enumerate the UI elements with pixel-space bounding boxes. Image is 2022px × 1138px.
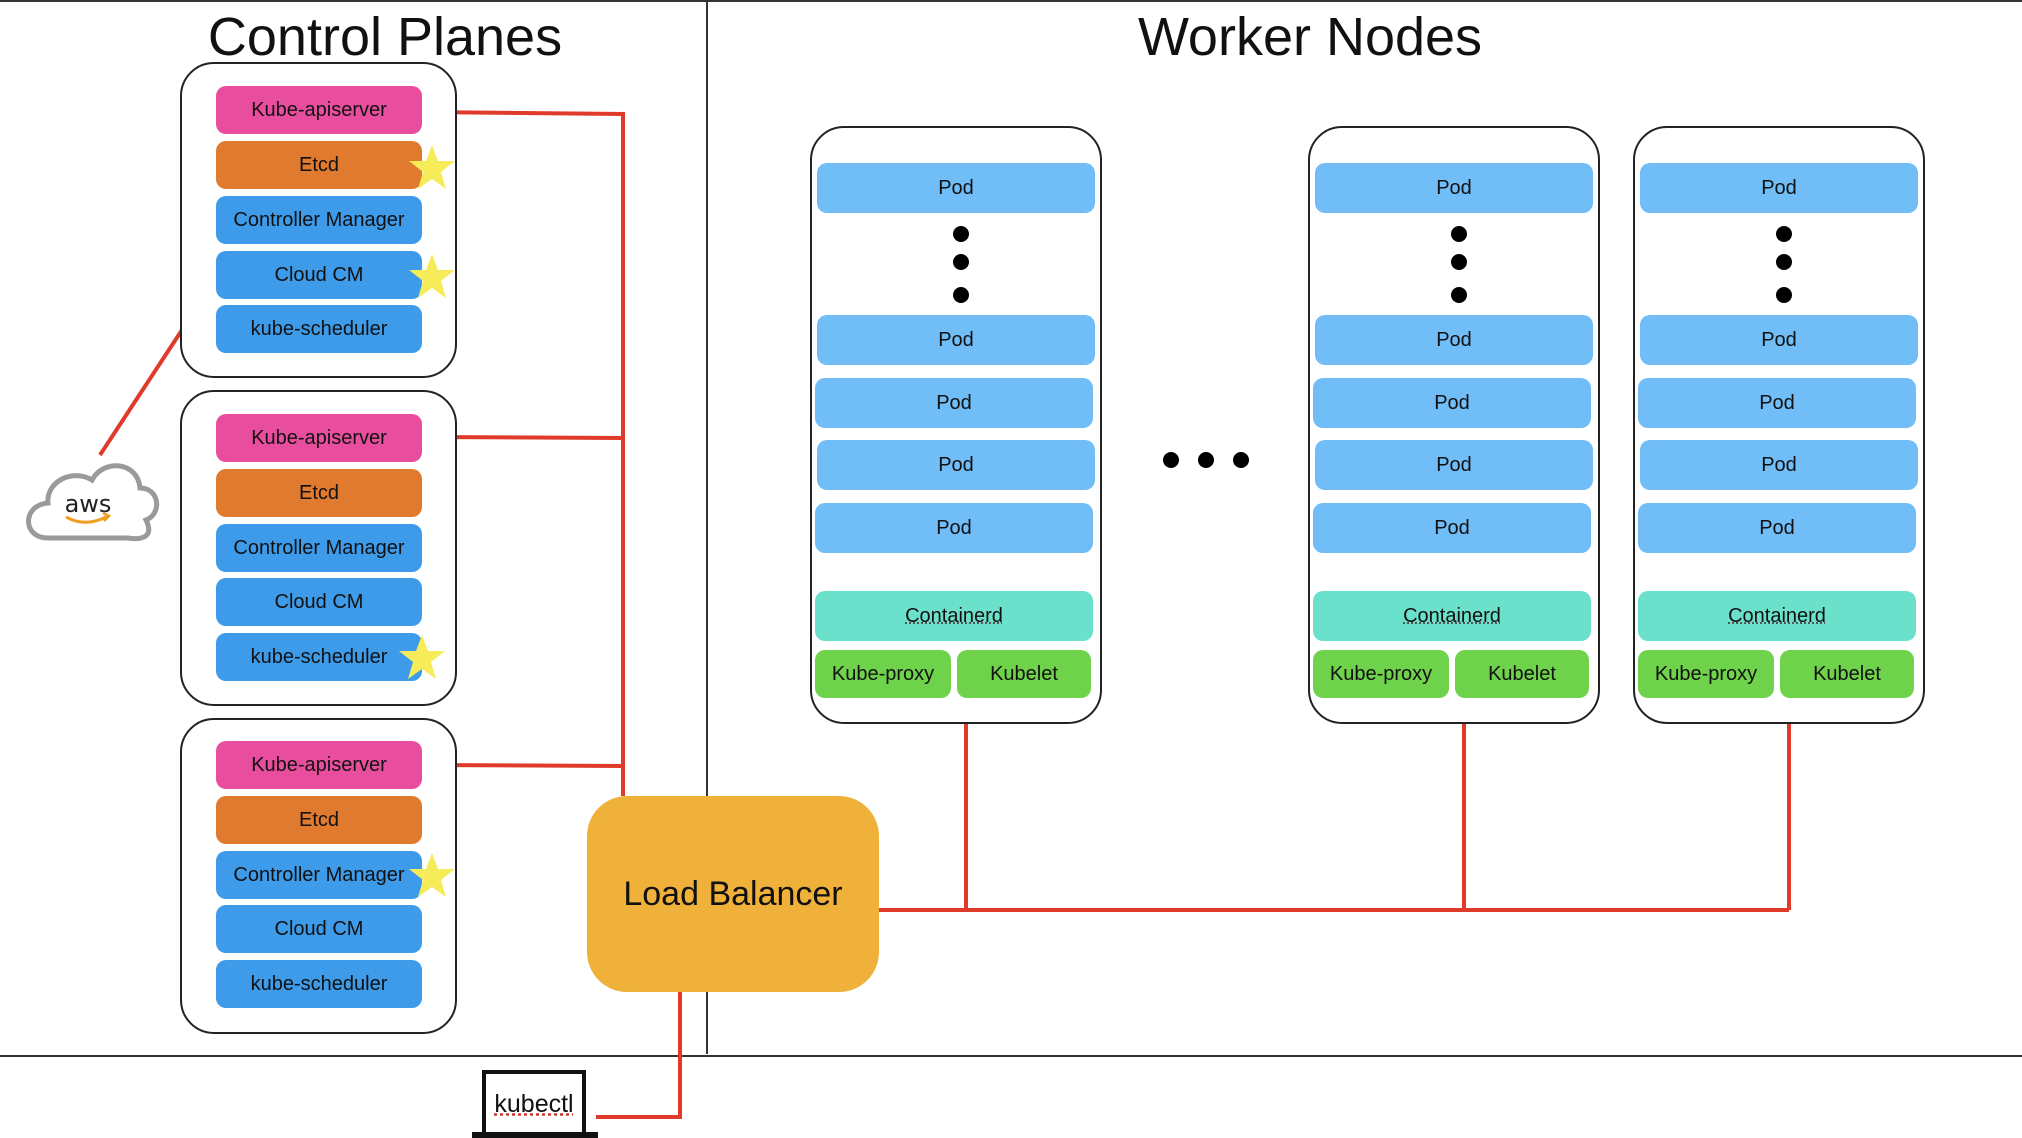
kube-scheduler-1: kube-scheduler [216, 305, 422, 353]
etcd-1: Etcd [216, 141, 422, 189]
star-icon [409, 254, 455, 298]
containerd: Containerd [1313, 591, 1591, 641]
ellipsis-dot [1451, 254, 1467, 270]
pod: Pod [817, 440, 1095, 490]
etcd-2: Etcd [216, 469, 422, 517]
kube-apiserver-3: Kube-apiserver [216, 741, 422, 789]
pod: Pod [1638, 378, 1916, 428]
worker-connections [879, 724, 1791, 912]
pod: Pod [1640, 315, 1918, 365]
kube-proxy: Kube-proxy [1638, 650, 1774, 698]
kube-proxy: Kube-proxy [815, 650, 951, 698]
pod: Pod [1313, 378, 1591, 428]
ellipsis-dot [953, 226, 969, 242]
ellipsis-dot [1198, 452, 1214, 468]
pod: Pod [1313, 503, 1591, 553]
pod: Pod [1640, 163, 1918, 213]
kubelet: Kubelet [1780, 650, 1914, 698]
pod: Pod [1640, 440, 1918, 490]
cloud-cm-2: Cloud CM [216, 578, 422, 626]
worker-nodes-title: Worker Nodes [1137, 7, 1483, 67]
pod: Pod [815, 378, 1093, 428]
ellipsis-dot [1451, 287, 1467, 303]
ellipsis-dot [1776, 254, 1792, 270]
kube-scheduler-3: kube-scheduler [216, 960, 422, 1008]
load-balancer: Load Balancer [587, 796, 879, 992]
pod: Pod [817, 163, 1095, 213]
ellipsis-dot [1776, 287, 1792, 303]
etcd-3: Etcd [216, 796, 422, 844]
control-planes-title: Control Planes [207, 7, 563, 67]
star-icon [409, 145, 455, 189]
kube-apiserver-1: Kube-apiserver [216, 86, 422, 134]
kube-proxy: Kube-proxy [1313, 650, 1449, 698]
ellipsis-dot [1233, 452, 1249, 468]
controller-manager-1: Controller Manager [216, 196, 422, 244]
ellipsis-dot [1163, 452, 1179, 468]
kubectl-terminal: kubectl [482, 1070, 586, 1134]
kubelet: Kubelet [1455, 650, 1589, 698]
kubelet: Kubelet [957, 650, 1091, 698]
pod: Pod [1315, 315, 1593, 365]
cloud-cm-3: Cloud CM [216, 905, 422, 953]
controller-manager-3: Controller Manager [216, 851, 422, 899]
star-icon [399, 635, 445, 679]
ellipsis-dot [1776, 226, 1792, 242]
kube-scheduler-2: kube-scheduler [216, 633, 422, 681]
cloud-label: aws [64, 490, 112, 518]
kube-apiserver-2: Kube-apiserver [216, 414, 422, 462]
star-icon [409, 853, 455, 897]
cloud-icon [26, 463, 159, 542]
containerd: Containerd [815, 591, 1093, 641]
controller-manager-2: Controller Manager [216, 524, 422, 572]
cloud-cm-1: Cloud CM [216, 251, 422, 299]
ellipsis-dot [953, 254, 969, 270]
ellipsis-dot [1451, 226, 1467, 242]
ellipsis-dot [953, 287, 969, 303]
pod: Pod [817, 315, 1095, 365]
laptop-base [472, 1132, 598, 1138]
pod: Pod [1638, 503, 1916, 553]
pod: Pod [1315, 440, 1593, 490]
pod: Pod [1315, 163, 1593, 213]
containerd: Containerd [1638, 591, 1916, 641]
pod: Pod [815, 503, 1093, 553]
